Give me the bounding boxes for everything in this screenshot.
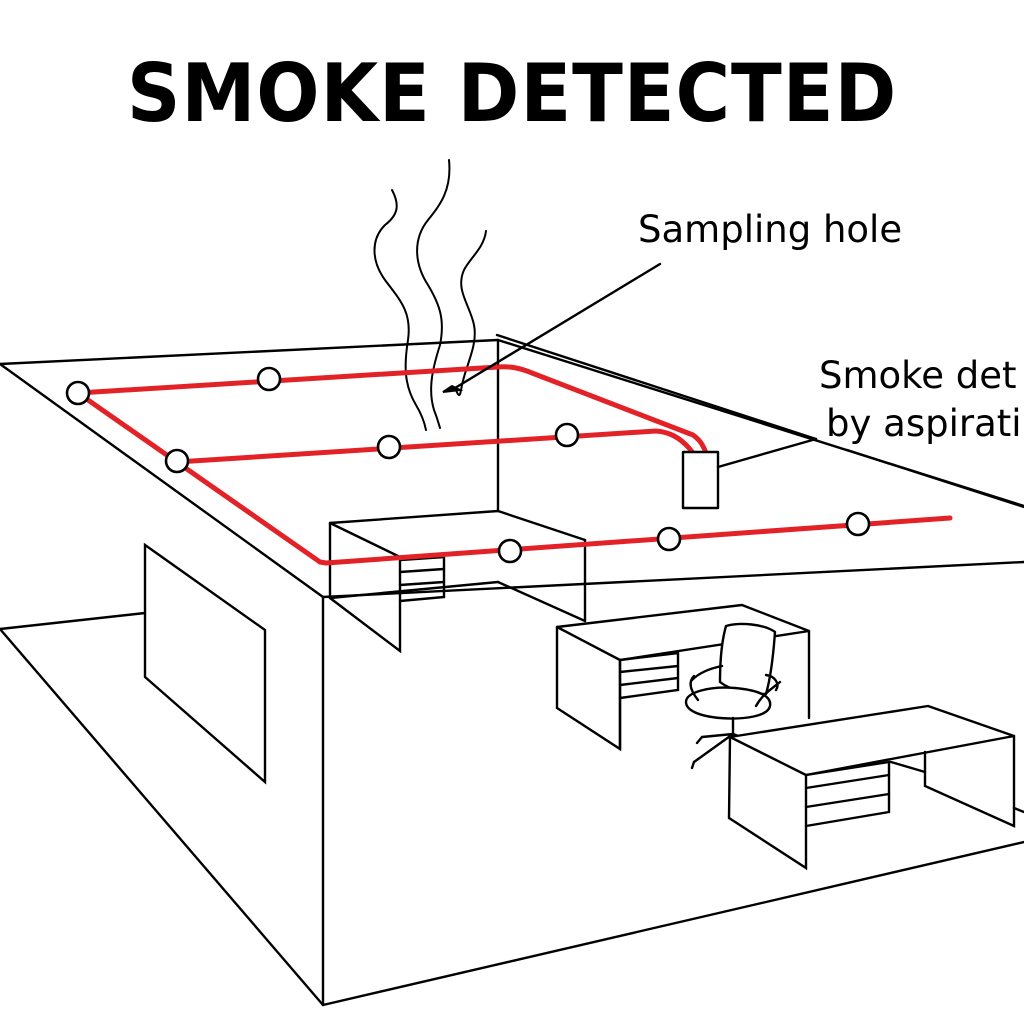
- desk-2: [727, 704, 1024, 871]
- callout-leaders: [442, 262, 1024, 509]
- sampling-hole-label: Sampling hole: [638, 208, 902, 251]
- sampling-pipes: [75, 364, 953, 566]
- sampling-hole: [554, 422, 580, 448]
- wall-window: [143, 542, 267, 785]
- sampling-hole: [497, 538, 523, 564]
- smoke-plume-2: [416, 159, 451, 429]
- detector-label-line1: Smoke det: [819, 354, 1017, 397]
- floor-front-edge: [321, 840, 1024, 1007]
- smoke-plume-1: [373, 189, 427, 431]
- diagram-title: SMOKE DETECTED: [126, 47, 898, 140]
- ceiling-back-edge: [0, 338, 500, 366]
- sampling-hole: [845, 511, 871, 537]
- sampling-hole: [656, 526, 682, 552]
- detector-leader-lower: [716, 437, 818, 469]
- back-cabinet: [328, 509, 587, 654]
- room-structure: [0, 338, 1024, 1007]
- detector-leader-right: [845, 448, 1024, 509]
- floor-left-back: [0, 611, 147, 631]
- floor-left-slope: [0, 627, 325, 1007]
- sampling-hole: [256, 366, 282, 392]
- aspirating-detector-unit: [681, 450, 720, 510]
- sampling-hole-marker-icon: [442, 384, 464, 393]
- detector-leader-upper: [495, 333, 818, 441]
- office-chair: [684, 622, 782, 770]
- sampling-hole-leader: [453, 262, 662, 390]
- desk-1: [555, 603, 811, 752]
- ceiling-left-slope: [0, 362, 325, 599]
- sampling-holes: [65, 366, 871, 564]
- pipe-front-run: [317, 515, 953, 566]
- sampling-hole: [376, 434, 402, 460]
- detector-label-line2: by aspirati: [826, 402, 1022, 445]
- front-wall-top-edge: [321, 560, 1024, 599]
- pipe-left-diagonal: [75, 390, 323, 565]
- pipe-middle-run: [174, 428, 696, 465]
- smoke-plumes: [373, 159, 487, 431]
- sampling-hole: [65, 380, 91, 406]
- sampling-hole: [164, 448, 190, 474]
- smoke-plume-3: [454, 230, 487, 396]
- pipe-top-run: [75, 364, 709, 456]
